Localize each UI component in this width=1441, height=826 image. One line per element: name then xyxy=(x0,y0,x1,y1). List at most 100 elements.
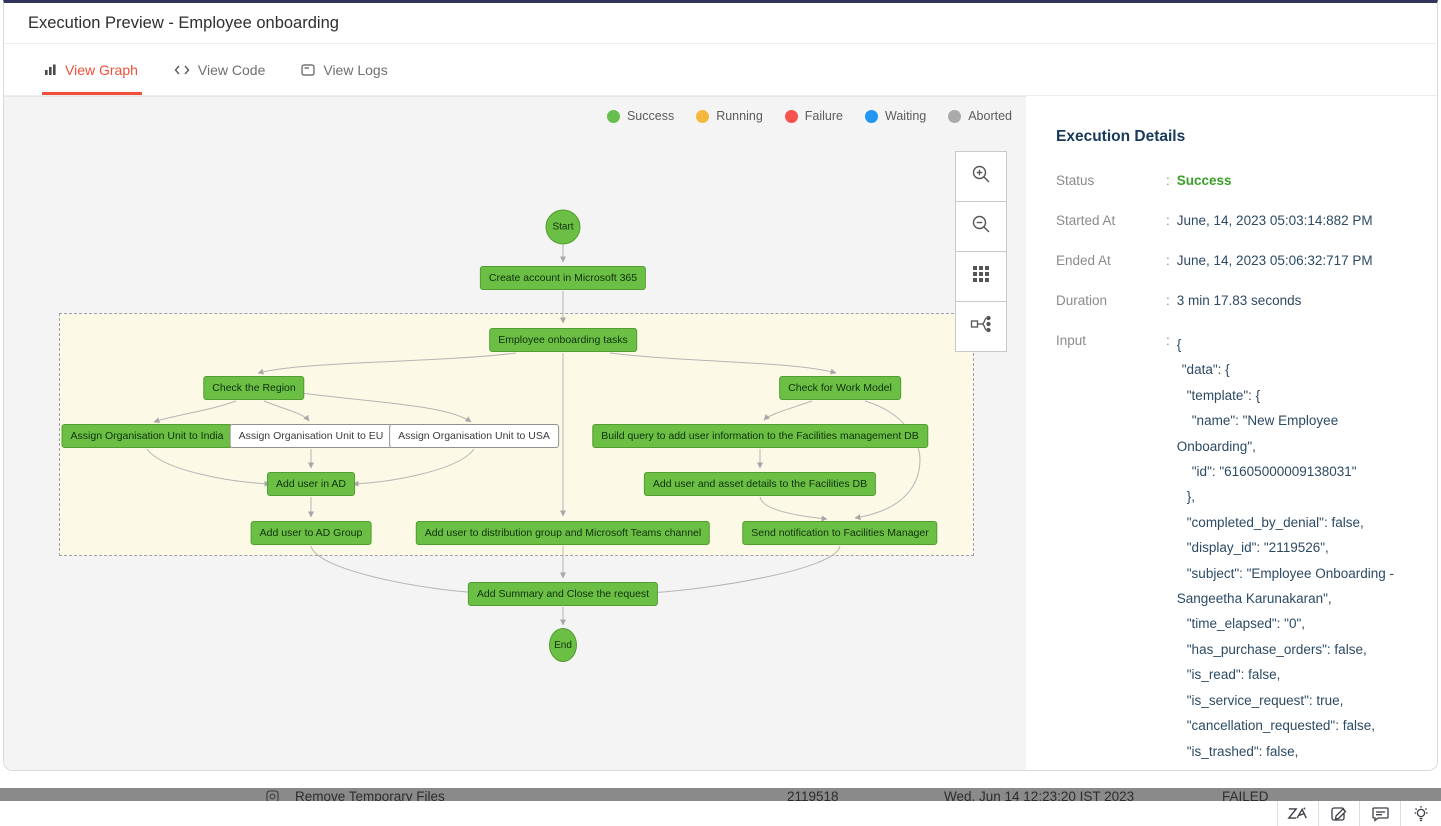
detail-row-started-at: Started At: June, 14, 2023 05:03:14:882 P… xyxy=(1056,212,1413,229)
chat-icon[interactable] xyxy=(1359,801,1400,826)
footer-icons xyxy=(1277,801,1441,826)
node-assign-eu[interactable]: Assign Organisation Unit to EU xyxy=(229,424,393,448)
input-row: Input : {"data": {"template": {"name": "… xyxy=(1056,332,1413,770)
feedback-edit-icon[interactable] xyxy=(1318,801,1359,826)
node-end[interactable]: End xyxy=(549,628,577,662)
details-heading: Execution Details xyxy=(1056,128,1186,145)
tab-label: View Logs xyxy=(323,61,388,78)
code-icon xyxy=(174,64,190,76)
json-line: { xyxy=(1176,337,1182,352)
legend-dot-aborted xyxy=(948,109,962,123)
modal-title: Execution Preview - Employee onboarding xyxy=(28,13,339,32)
detail-colon: : xyxy=(1166,253,1170,268)
tab-view-code[interactable]: View Code xyxy=(174,44,265,95)
background-row-name: Remove Temporary Files xyxy=(295,789,445,804)
background-row-time: Wed, Jun 14 12:23:20 IST 2023 xyxy=(944,789,1135,804)
legend-label: Success xyxy=(626,109,675,123)
legend-item-aborted: Aborted xyxy=(948,109,1012,123)
input-label: Input xyxy=(1056,333,1087,348)
legend-label: Aborted xyxy=(968,109,1012,123)
detail-value: June, 14, 2023 05:03:14:882 PM xyxy=(1176,213,1373,228)
legend-item-success: Success xyxy=(606,109,675,123)
legend-dot-failure xyxy=(784,109,798,123)
node-send-notification[interactable]: Send notification to Facilities Manager xyxy=(742,521,938,545)
json-line: "is_read": false, xyxy=(1186,667,1281,683)
bar-chart-icon xyxy=(44,63,57,76)
legend-item-running: Running xyxy=(696,109,763,123)
zoom-out-button[interactable] xyxy=(955,201,1007,252)
legend-dot-running xyxy=(696,109,710,123)
node-add-dist-group[interactable]: Add user to distribution group and Micro… xyxy=(415,521,711,545)
legend-label: Failure xyxy=(804,109,843,123)
dimmed-page-overlay-band: Remove Temporary Files 2119518 Wed, Jun … xyxy=(0,788,1441,804)
json-line: "is_service_request": true, xyxy=(1186,692,1344,708)
fit-layout-button[interactable] xyxy=(955,301,1007,352)
tab-label: View Code xyxy=(197,61,266,78)
detail-row-status: Status: Success xyxy=(1056,172,1413,189)
node-assign-india[interactable]: Assign Organisation Unit to India xyxy=(61,424,233,448)
json-line: "template": { xyxy=(1186,387,1261,403)
node-build-query[interactable]: Build query to add user information to t… xyxy=(592,424,928,448)
node-add-summary[interactable]: Add Summary and Close the request xyxy=(467,582,659,606)
node-onboarding-tasks[interactable]: Employee onboarding tasks xyxy=(489,328,637,352)
workflow-graph-canvas[interactable]: Success Running Failure Waiting Aborted Star… xyxy=(4,96,1026,770)
legend-dot-success xyxy=(606,109,620,123)
json-line: "id": "61605000009138031" xyxy=(1191,464,1357,480)
tab-view-logs[interactable]: View Logs xyxy=(301,44,388,95)
zoom-in-button[interactable] xyxy=(955,151,1007,202)
json-line: "display_id": "2119526", xyxy=(1186,540,1329,556)
node-create-account[interactable]: Create account in Microsoft 365 xyxy=(479,266,647,290)
node-check-region[interactable]: Check the Region xyxy=(203,376,305,400)
app-footer-bar xyxy=(0,801,1441,826)
legend-label: Waiting xyxy=(885,109,927,123)
legend-dot-waiting xyxy=(865,109,878,123)
node-add-user-asset[interactable]: Add user and asset details to the Facili… xyxy=(643,472,877,496)
json-line: "data": { xyxy=(1181,362,1230,378)
json-line: "time_elapsed": "0", xyxy=(1186,616,1305,632)
detail-label: Status xyxy=(1056,173,1095,188)
tab-label: View Graph xyxy=(65,61,138,78)
grid-icon xyxy=(972,265,990,288)
node-add-user-ad-group[interactable]: Add user to AD Group xyxy=(250,521,372,545)
detail-label: Duration xyxy=(1056,293,1108,308)
flow-icon xyxy=(970,314,992,339)
graph-zoom-toolbar xyxy=(955,151,1007,352)
json-line: "has_change_initiated_request": false xyxy=(1177,764,1413,770)
background-row-id: 2119518 xyxy=(787,789,839,804)
modal-header: Execution Preview - Employee onboarding xyxy=(4,3,1437,44)
node-start[interactable]: Start xyxy=(545,209,581,245)
json-line: "name": "New Employee Onboarding", xyxy=(1176,413,1339,454)
detail-colon: : xyxy=(1166,213,1170,228)
detail-colon: : xyxy=(1166,293,1170,308)
json-line: }, xyxy=(1186,489,1196,505)
legend-label: Running xyxy=(716,109,763,123)
detail-colon: : xyxy=(1166,173,1170,188)
detail-value: Success xyxy=(1176,173,1232,188)
detail-row-ended-at: Ended At: June, 14, 2023 05:06:32:717 PM xyxy=(1056,252,1413,269)
zia-assistant-icon[interactable] xyxy=(1277,801,1318,826)
legend-item-failure: Failure xyxy=(784,109,843,123)
node-check-work-model[interactable]: Check for Work Model xyxy=(779,376,901,400)
legend-item-waiting: Waiting xyxy=(865,109,926,123)
logs-icon xyxy=(301,63,315,76)
node-assign-usa[interactable]: Assign Organisation Unit to USA xyxy=(389,424,559,448)
detail-value: 3 min 17.83 seconds xyxy=(1176,293,1302,308)
execution-preview-modal: Execution Preview - Employee onboarding … xyxy=(3,0,1438,771)
json-line: "subject": "Employee Onboarding - Sangee… xyxy=(1176,565,1394,607)
tab-view-graph[interactable]: View Graph xyxy=(42,44,142,95)
json-line: "cancellation_requested": false, xyxy=(1186,718,1375,734)
detail-row-duration: Duration:3 min 17.83 seconds xyxy=(1056,292,1413,309)
tab-bar: View Graph View Code View Logs xyxy=(4,44,1437,96)
grid-view-button[interactable] xyxy=(955,251,1007,302)
status-legend: Success Running Failure Waiting Aborted xyxy=(606,109,1012,123)
detail-value: June, 14, 2023 05:06:32:717 PM xyxy=(1176,253,1373,268)
node-add-user-ad[interactable]: Add user in AD xyxy=(266,472,356,496)
detail-label: Ended At xyxy=(1056,253,1111,268)
json-line: "completed_by_denial": false, xyxy=(1186,514,1364,530)
lightbulb-icon[interactable] xyxy=(1400,801,1441,826)
background-row-status: FAILED xyxy=(1222,789,1269,804)
detail-label: Started At xyxy=(1056,213,1116,228)
json-line: "has_purchase_orders": false, xyxy=(1186,641,1367,657)
